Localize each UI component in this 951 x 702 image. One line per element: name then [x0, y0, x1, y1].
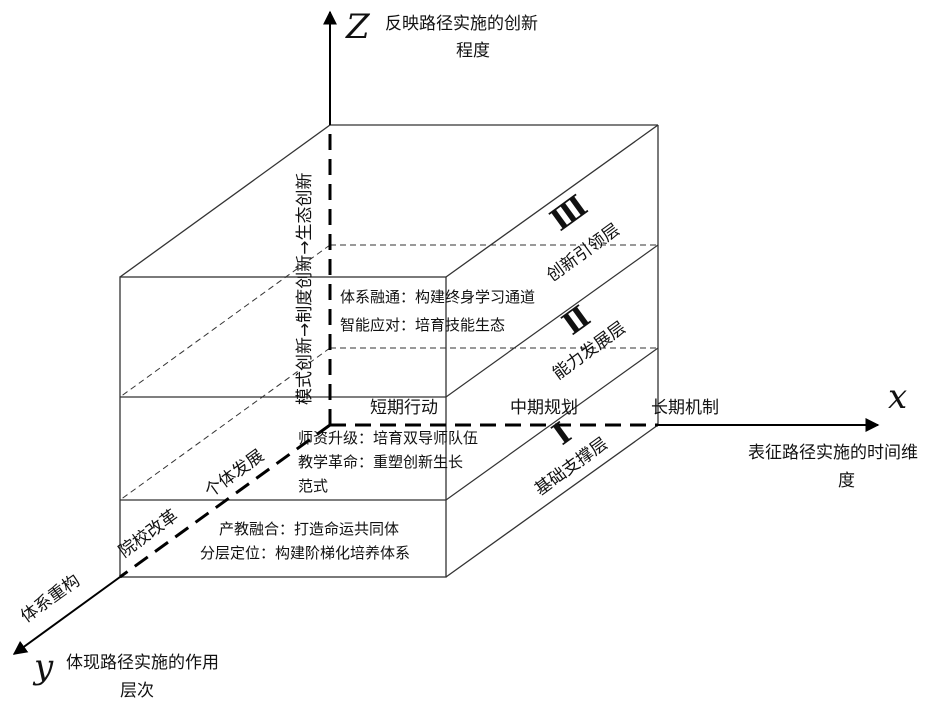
box-front-face	[119, 276, 447, 578]
x-axis-letter: x	[888, 377, 907, 417]
item-tiered-positioning: 分层定位：构建阶梯化培养体系	[200, 544, 410, 562]
box-top-face	[119, 124, 659, 278]
y-axis-label-line1: 体现路径实施的作用	[66, 653, 219, 673]
y-axis-hidden-segment	[119, 423, 331, 579]
box-back-face	[330, 124, 659, 425]
z-axis-label-line2: 程度	[456, 41, 490, 61]
y-axis-arrow	[12, 576, 121, 655]
y-stage-individual: 个体发展	[201, 446, 268, 502]
layer-1-numeral: Ⅰ	[546, 416, 578, 453]
right-layer-dividers	[445, 244, 659, 501]
x-stage-long-term: 长期机制	[651, 398, 719, 418]
y-stage-institution: 院校改革	[115, 506, 182, 562]
x-stage-mid-term: 中期规划	[510, 398, 578, 418]
front-layer-dividers	[120, 396, 446, 501]
hidden-edges	[119, 244, 658, 501]
layer-3-name: 创新引领层	[543, 220, 624, 286]
axis-arrows	[12, 10, 880, 655]
item-intelligent-response: 智能应对：培育技能生态	[340, 316, 505, 334]
y-axis-label-line2: 层次	[120, 681, 154, 701]
y-stage-system: 体系重构	[17, 571, 84, 627]
item-system-integration: 体系融通：构建终身学习通道	[340, 288, 535, 306]
item-teacher-upgrade: 师资升级：培育双导师队伍	[298, 429, 478, 447]
item-teaching-revolution: 教学革命：重塑创新生长	[298, 453, 463, 471]
layer-3-numeral: Ⅲ	[544, 189, 594, 239]
axis-lines	[119, 125, 658, 579]
item-teaching-revolution-cont: 范式	[298, 477, 328, 495]
box-right-bottom-edge	[445, 424, 659, 578]
z-stages-vertical: 模式创新→制度创新→生态创新	[295, 173, 315, 406]
y-axis-letter: y	[32, 647, 54, 687]
x-stage-short-term: 短期行动	[370, 398, 438, 418]
z-axis-label-line1: 反映路径实施的创新	[385, 14, 538, 34]
x-axis-label-line2: 度	[838, 471, 855, 491]
item-industry-education: 产教融合：打造命运共同体	[219, 520, 399, 538]
x-axis-label-line1: 表征路径实施的时间维	[748, 443, 918, 463]
layer-2-numeral: Ⅱ	[556, 299, 597, 342]
z-axis-letter: Z	[345, 7, 371, 47]
